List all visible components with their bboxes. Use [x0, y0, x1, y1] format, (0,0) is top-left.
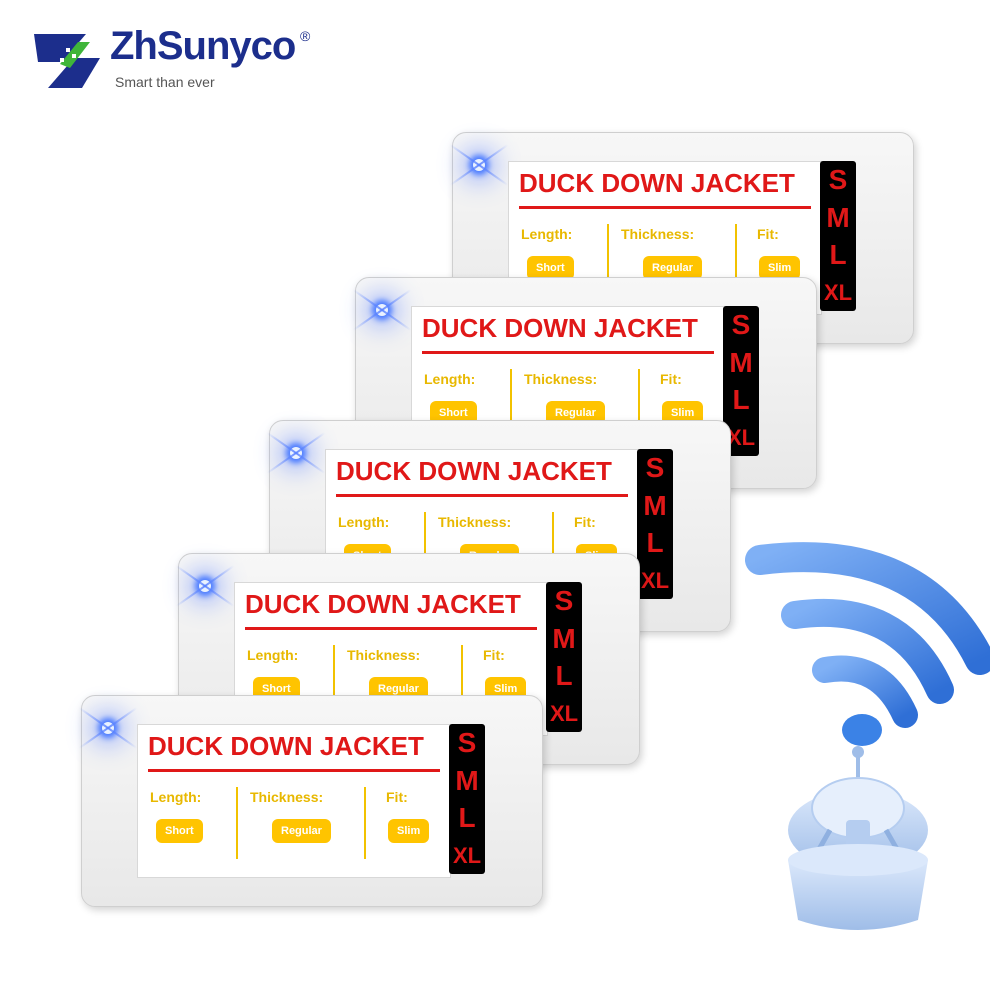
- column-divider: [364, 787, 366, 859]
- size-l: L: [732, 384, 750, 415]
- size-m: M: [455, 764, 479, 796]
- size-s: S: [731, 309, 751, 340]
- price-tag: DUCK DOWN JACKET Length: Thickness: Fit:…: [81, 695, 543, 907]
- registered-mark: ®: [300, 28, 311, 44]
- size-l: L: [555, 660, 573, 691]
- thickness-value-pill: Regular: [643, 256, 702, 280]
- fit-label: Fit:: [660, 371, 682, 387]
- size-xl: XL: [452, 842, 482, 868]
- product-title: DUCK DOWN JACKET: [148, 731, 424, 761]
- size-s: S: [828, 164, 848, 195]
- fit-label: Fit:: [574, 514, 596, 530]
- size-xl: XL: [640, 567, 670, 593]
- led-indicator-icon: [290, 447, 302, 459]
- fit-value-pill: Slim: [759, 256, 801, 280]
- length-value-pill: Short: [156, 819, 203, 843]
- column-divider: [236, 787, 238, 859]
- length-label: Length:: [150, 789, 202, 805]
- column-divider: [735, 224, 737, 296]
- size-s: S: [645, 452, 665, 483]
- base-station-icon: [788, 746, 928, 930]
- size-s: S: [457, 727, 477, 758]
- size-xl: XL: [726, 424, 756, 450]
- product-title: DUCK DOWN JACKET: [336, 456, 612, 486]
- wifi-signal-icon: [745, 542, 990, 930]
- led-indicator-icon: [473, 159, 485, 171]
- thickness-label: Thickness:: [524, 371, 598, 387]
- fit-value-pill: Slim: [388, 819, 430, 843]
- product-title: DUCK DOWN JACKET: [245, 589, 521, 619]
- product-title: DUCK DOWN JACKET: [519, 168, 795, 198]
- title-underline: [336, 494, 628, 497]
- size-m: M: [826, 201, 850, 233]
- size-xl: XL: [823, 279, 853, 305]
- title-underline: [245, 627, 537, 630]
- title-underline: [519, 206, 811, 209]
- column-divider: [638, 369, 640, 441]
- brand-tagline: Smart than ever: [115, 74, 215, 90]
- column-divider: [461, 645, 463, 717]
- column-divider: [424, 512, 426, 584]
- title-underline: [148, 769, 440, 772]
- thickness-value-pill: Regular: [272, 819, 331, 843]
- led-indicator-icon: [376, 304, 388, 316]
- column-divider: [510, 369, 512, 441]
- size-m: M: [729, 346, 753, 378]
- thickness-label: Thickness:: [347, 647, 421, 663]
- title-underline: [422, 351, 714, 354]
- product-title: DUCK DOWN JACKET: [422, 313, 698, 343]
- brand-logo: ZhSunyco ® Smart than ever: [30, 20, 330, 100]
- size-column: S M L XL: [546, 582, 582, 732]
- size-l: L: [458, 802, 476, 833]
- size-m: M: [643, 489, 667, 521]
- fit-label: Fit:: [483, 647, 505, 663]
- thickness-label: Thickness:: [250, 789, 324, 805]
- size-xl: XL: [549, 700, 579, 726]
- column-divider: [552, 512, 554, 584]
- size-m: M: [552, 622, 576, 654]
- size-l: L: [829, 239, 847, 270]
- thickness-label: Thickness:: [438, 514, 512, 530]
- tag-screen: DUCK DOWN JACKET Length: Thickness: Fit:…: [137, 724, 451, 878]
- fit-label: Fit:: [757, 226, 779, 242]
- size-l: L: [646, 527, 664, 558]
- led-indicator-icon: [102, 722, 114, 734]
- size-column: S M L XL: [820, 161, 856, 311]
- length-label: Length:: [338, 514, 390, 530]
- thickness-label: Thickness:: [621, 226, 695, 242]
- led-indicator-icon: [199, 580, 211, 592]
- length-label: Length:: [424, 371, 476, 387]
- column-divider: [333, 645, 335, 717]
- fit-label: Fit:: [386, 789, 408, 805]
- size-s: S: [554, 585, 574, 616]
- size-column: S M L XL: [637, 449, 673, 599]
- column-divider: [607, 224, 609, 296]
- length-label: Length:: [521, 226, 573, 242]
- brand-logo-icon: [34, 34, 100, 88]
- size-column: S M L XL: [449, 724, 485, 874]
- brand-name: ZhSunyco: [110, 24, 296, 68]
- length-label: Length:: [247, 647, 299, 663]
- length-value-pill: Short: [527, 256, 574, 280]
